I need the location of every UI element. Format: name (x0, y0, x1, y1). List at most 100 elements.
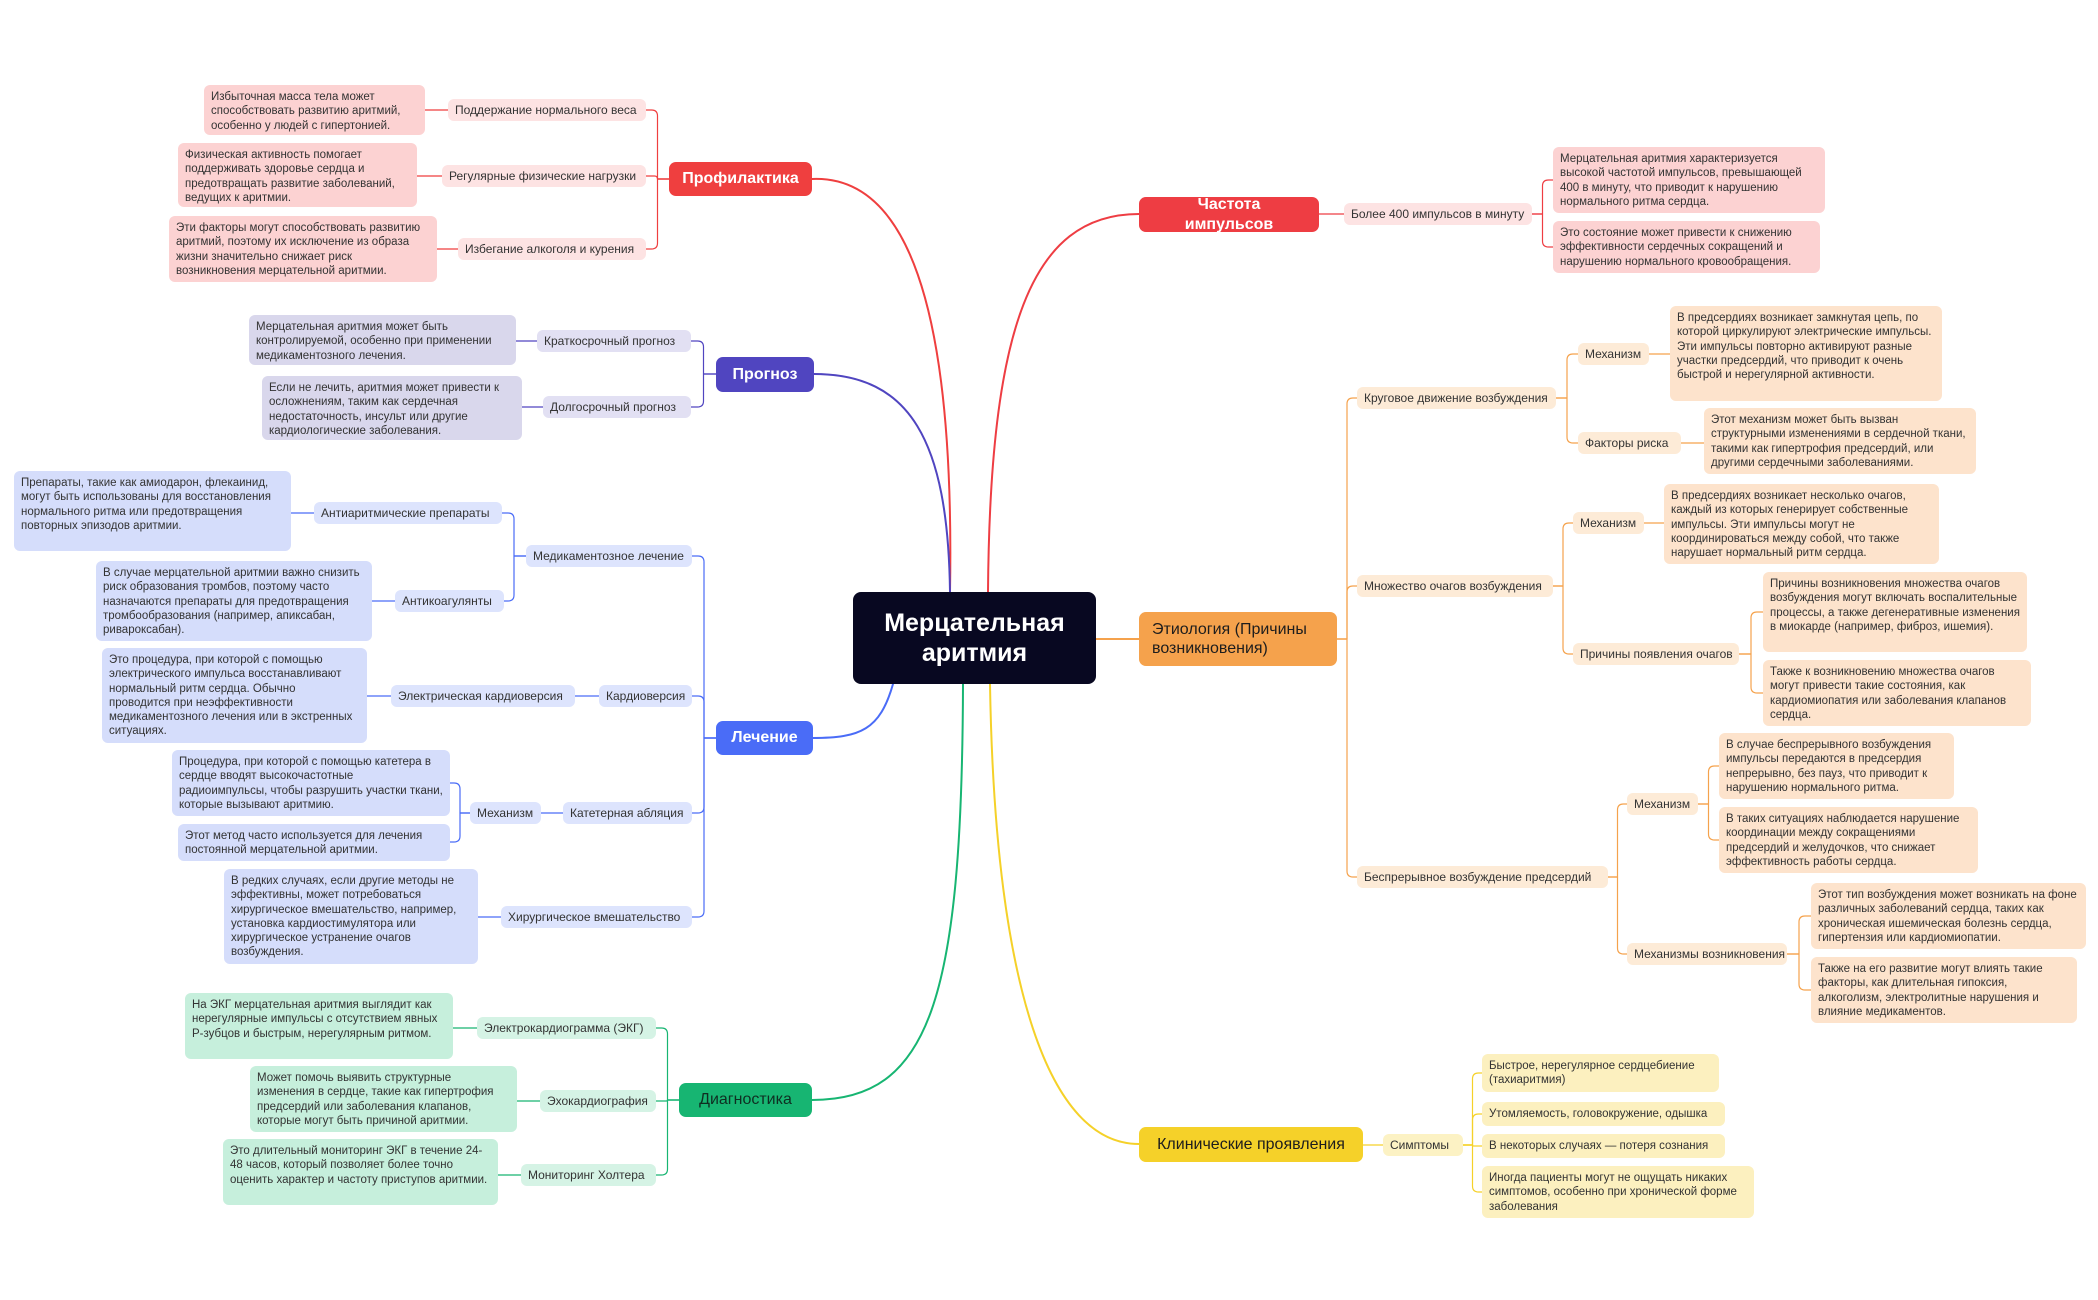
connector-line (1786, 953, 1812, 991)
connector-line (449, 812, 471, 843)
frequency-text-1: Мерцательная аритмия характеризуется выс… (1553, 147, 1825, 213)
etiology-circular-risk[interactable]: Факторы риска (1578, 432, 1681, 454)
etiology-multiple[interactable]: Множество очагов возбуждения (1357, 575, 1553, 597)
treatment-electric-cardioversion[interactable]: Электрическая кардиоверсия (391, 685, 575, 707)
connector-line (989, 683, 1140, 1145)
etiology-continuous-mechanism-text-2: В таких ситуациях наблюдается нарушение … (1719, 807, 1978, 873)
connector-line (812, 683, 894, 739)
connector-line (1738, 653, 1764, 694)
connector-line (813, 373, 951, 593)
connector-line (1738, 611, 1764, 655)
treatment-cardioversion[interactable]: Кардиоверсия (599, 685, 692, 707)
prophylaxis-weight-text: Избыточная масса тела может способствова… (204, 85, 425, 135)
connector-line (1462, 1113, 1483, 1146)
prognosis-long-text: Если не лечить, аритмия может привести к… (262, 376, 522, 440)
connector-line (501, 555, 527, 602)
clinical-symptom-4: Иногда пациенты могут не ощущать никаких… (1482, 1166, 1754, 1218)
connector-line (1552, 585, 1574, 655)
treatment-electric-text: Это процедура, при которой с помощью эле… (102, 648, 367, 743)
frequency-sub[interactable]: Более 400 импульсов в минуту (1344, 203, 1532, 225)
connector-line (655, 1099, 680, 1176)
etiology-continuous-mechanisms[interactable]: Механизмы возникновения (1627, 943, 1787, 965)
connector-line (1531, 179, 1554, 215)
connector-line (1555, 397, 1579, 444)
connector-line (645, 178, 670, 250)
treatment-surgery[interactable]: Хирургическое вмешательство (501, 906, 692, 928)
treatment-ablation-text-2: Этот метод часто используется для лечени… (178, 824, 450, 861)
prophylaxis-exercise[interactable]: Регулярные физические нагрузки (442, 165, 646, 187)
branch-prophylaxis[interactable]: Профилактика (669, 162, 812, 196)
etiology-circular-risk-text: Этот механизм может быть вызван структур… (1704, 408, 1976, 474)
etiology-continuous[interactable]: Беспрерывное возбуждение предсердий (1357, 866, 1608, 888)
clinical-symptom-1: Быстрое, нерегулярное сердцебиение (тахи… (1482, 1054, 1719, 1092)
etiology-continuous-mechanism-text-1: В случае беспрерывного возбуждения импул… (1719, 733, 1954, 799)
branch-etiology[interactable]: Этиология (Причины возникновения) (1139, 612, 1337, 666)
treatment-antiarrhythmic[interactable]: Антиаритмические препараты (314, 502, 502, 524)
prophylaxis-weight[interactable]: Поддержание нормального веса (448, 99, 646, 121)
prognosis-short[interactable]: Краткосрочный прогноз (537, 330, 691, 352)
root-topic[interactable]: Мерцательная аритмия (853, 592, 1096, 684)
branch-treatment[interactable]: Лечение (716, 721, 813, 755)
connector-line (1697, 803, 1720, 841)
connector-line (1336, 585, 1358, 640)
diagnostics-echo[interactable]: Эхокардиография (540, 1090, 656, 1112)
connector-line (655, 1027, 680, 1101)
etiology-continuous-mechanisms-text-1: Этот тип возбуждения может возникать на … (1811, 883, 2086, 949)
etiology-multiple-causes[interactable]: Причины появления очагов (1573, 643, 1739, 665)
connector-line (501, 512, 527, 557)
etiology-multiple-causes-text-1: Причины возникновения множества очагов в… (1763, 572, 2027, 652)
diagnostics-holter[interactable]: Мониторинг Холтера (521, 1164, 656, 1186)
frequency-text-2: Это состояние может привести к снижению … (1553, 221, 1820, 273)
connector-line (1336, 638, 1358, 878)
connector-line (1555, 353, 1579, 399)
treatment-ablation[interactable]: Катетерная абляция (563, 802, 692, 824)
connector-line (811, 683, 964, 1101)
clinical-symptom-3: В некоторых случаях — потеря сознания (1482, 1134, 1725, 1158)
branch-frequency[interactable]: Частота импульсов (1139, 196, 1319, 233)
treatment-anticoagulants-text: В случае мерцательной аритмии важно сниз… (96, 561, 372, 641)
etiology-continuous-mechanisms-text-2: Также на его развитие могут влиять такие… (1811, 957, 2077, 1023)
etiology-continuous-mechanism[interactable]: Механизм (1627, 793, 1698, 815)
connector-line (690, 373, 717, 408)
prognosis-short-text: Мерцательная аритмия может быть контроли… (249, 315, 516, 365)
branch-clinical[interactable]: Клинические проявления (1139, 1127, 1363, 1162)
etiology-circular[interactable]: Круговое движение возбуждения (1357, 387, 1556, 409)
diagnostics-ecg-text: На ЭКГ мерцательная аритмия выглядит как… (185, 993, 453, 1059)
prophylaxis-alcohol[interactable]: Избегание алкоголя и курения (458, 238, 646, 260)
connector-line (645, 109, 670, 180)
etiology-multiple-causes-text-2: Также к возникновению множества очагов м… (1763, 660, 2031, 726)
connector-line (449, 782, 471, 814)
connector-line (690, 340, 717, 375)
connector-line (691, 737, 717, 918)
branch-diagnostics[interactable]: Диагностика (679, 1083, 812, 1117)
connector-line (1786, 915, 1812, 955)
connector-line (1462, 1144, 1483, 1193)
etiology-circular-mechanism-text: В предсердиях возникает замкнутая цепь, … (1670, 306, 1942, 401)
treatment-medication[interactable]: Медикаментозное лечение (526, 545, 692, 567)
clinical-symptom-2: Утомляемость, головокружение, одышка (1482, 1102, 1725, 1126)
clinical-symptoms[interactable]: Симптомы (1383, 1134, 1463, 1156)
treatment-ablation-mechanism[interactable]: Механизм (470, 802, 541, 824)
connector-line (1697, 765, 1720, 805)
connector-line (811, 177, 952, 593)
prophylaxis-exercise-text: Физическая активность помогает поддержив… (178, 143, 417, 207)
diagnostics-ecg[interactable]: Электрокардиограмма (ЭКГ) (477, 1017, 656, 1039)
connector-line (691, 695, 717, 739)
prognosis-long[interactable]: Долгосрочный прогноз (543, 396, 691, 418)
etiology-multiple-mechanism[interactable]: Механизм (1573, 512, 1644, 534)
etiology-circular-mechanism[interactable]: Механизм (1578, 343, 1649, 365)
connector-line (1607, 876, 1628, 955)
diagnostics-echo-text: Может помочь выявить структурные изменен… (250, 1066, 517, 1132)
prophylaxis-alcohol-text: Эти факторы могут способствовать развити… (169, 216, 437, 282)
connector-line (1607, 803, 1628, 878)
branch-prognosis[interactable]: Прогноз (716, 357, 814, 392)
treatment-surgery-text: В редких случаях, если другие методы не … (224, 869, 478, 964)
treatment-antiarrhythmic-text: Препараты, такие как амиодарон, флекаини… (14, 471, 291, 551)
diagnostics-holter-text: Это длительный мониторинг ЭКГ в течение … (223, 1139, 498, 1205)
treatment-ablation-text-1: Процедура, при которой с помощью катетер… (172, 750, 450, 816)
connector-line (987, 213, 1140, 593)
treatment-anticoagulants[interactable]: Антикоагулянты (395, 590, 504, 612)
etiology-multiple-mechanism-text: В предсердиях возникает несколько очагов… (1664, 484, 1939, 564)
